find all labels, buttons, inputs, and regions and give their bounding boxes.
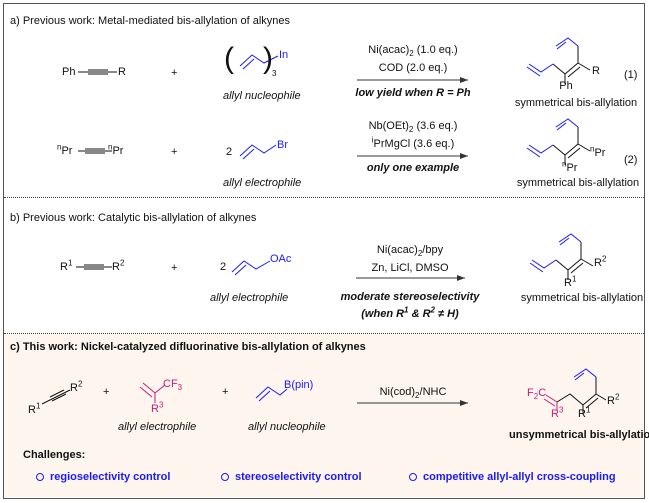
allyl-bromide-bonds	[239, 144, 277, 157]
electrophile-label: allyl electrophile	[118, 421, 197, 433]
alkyne-substituent: R2	[112, 258, 125, 273]
challenge-item: stereoselectivity control	[221, 470, 362, 484]
difluoromethylene-label: F2C	[527, 387, 547, 402]
reaction-note-condition: (when R1 & R2 ≠ H)	[361, 305, 459, 320]
condition-catalyst: Ni(acac)2 (1.0 eq.)	[368, 44, 458, 59]
alkyne-substituent-r: R	[118, 66, 126, 78]
section-c-background	[4, 334, 644, 497]
bullet-icon	[409, 473, 417, 482]
product-substituent: nPr	[590, 144, 606, 159]
reagent-label: allyl electrophile	[210, 292, 289, 304]
reagent-label: allyl nucleophile	[223, 90, 301, 102]
condition-grignard: iPrMgCl (3.6 eq.)	[371, 135, 455, 150]
trifluoromethyl-label: CF3	[163, 378, 183, 393]
product-substituent: R	[592, 65, 600, 77]
product-substituent: Ph	[559, 80, 573, 92]
product-label: symmetrical bis-allylation	[516, 177, 640, 189]
plus-sign: +	[171, 67, 178, 79]
close-paren: )	[263, 42, 273, 75]
plus-sign: +	[222, 386, 229, 398]
acetate-label: OAc	[270, 253, 292, 265]
product-c-structure	[543, 368, 607, 414]
reaction-note: low yield when R = Ph	[355, 87, 471, 99]
bullet-icon	[221, 473, 229, 482]
product-substituent: R1	[564, 274, 577, 289]
plus-sign: +	[103, 386, 110, 398]
section-a-title: a) Previous work: Metal-mediated bis-all…	[10, 15, 291, 27]
section-divider	[4, 333, 644, 334]
coefficient: 2	[220, 261, 227, 273]
scheme-frame	[3, 3, 645, 499]
product-substituent: nPr	[562, 159, 578, 174]
alkyne-substituent: nPr	[57, 142, 73, 157]
condition-catalyst: Ni(acac)2/bpy	[376, 244, 444, 259]
challenge-item: regioselectivity control	[36, 470, 170, 484]
reaction-note: only one example	[366, 162, 460, 174]
challenge-item: competitive allyl-allyl cross-coupling	[409, 470, 616, 484]
condition-catalyst: Ni(cod)2/NHC	[379, 386, 447, 401]
section-c-title: c) This work: Nickel-catalyzed difluorin…	[10, 341, 366, 353]
challenges-title: Challenges:	[23, 449, 86, 461]
product-label: unsymmetrical bis-allylation	[509, 429, 649, 441]
section-divider	[4, 197, 644, 198]
coefficient: 2	[226, 146, 233, 158]
bullet-icon	[36, 473, 44, 482]
product-1-structure	[526, 37, 591, 85]
alkyne-substituent: nPr	[108, 142, 124, 157]
nucleophile-label: allyl nucleophile	[248, 421, 326, 433]
product-2-structure	[526, 118, 591, 166]
product-label: symmetrical bis-allylation	[520, 292, 644, 304]
alkyne-substituent: R1	[28, 401, 41, 416]
product-r2: R2	[607, 392, 620, 407]
alkyne-substituent-ph: Ph	[62, 66, 76, 78]
product-label: symmetrical bis-allylation	[514, 97, 638, 109]
alkyne-substituent: R2	[70, 379, 83, 394]
equation-number: (1)	[624, 69, 638, 81]
plus-sign: +	[171, 262, 178, 274]
boronate-label: B(pin)	[284, 379, 314, 391]
alkyne-substituent: R1	[60, 258, 73, 273]
allyl-indium-bonds	[239, 54, 279, 67]
condition-additives: Zn, LiCl, DMSO	[371, 262, 449, 274]
product-r1: R1	[578, 405, 591, 420]
condition-reagent: Nb(OEt)2 (3.6 eq.)	[368, 120, 458, 135]
open-paren: (	[224, 42, 234, 75]
reagent-label: allyl electrophile	[223, 177, 302, 189]
indium-label: In	[279, 49, 289, 61]
product-b-structure	[529, 233, 594, 281]
allyl-acetate-bonds	[231, 260, 271, 273]
equation-number: (2)	[624, 154, 638, 166]
product-r3: R3	[551, 405, 564, 420]
plus-sign: +	[171, 146, 178, 158]
condition-additive: COD (2.0 eq.)	[378, 62, 448, 74]
allyl-boronate-bonds	[255, 386, 288, 399]
section-b-title: b) Previous work: Catalytic bis-allylati…	[10, 212, 257, 224]
stoichiometry-subscript: 3	[272, 69, 277, 78]
r3-label: R3	[151, 400, 164, 415]
reaction-note: moderate stereoselectivity	[340, 291, 480, 303]
bromide-label: Br	[277, 139, 288, 151]
product-substituent: R2	[594, 254, 607, 269]
